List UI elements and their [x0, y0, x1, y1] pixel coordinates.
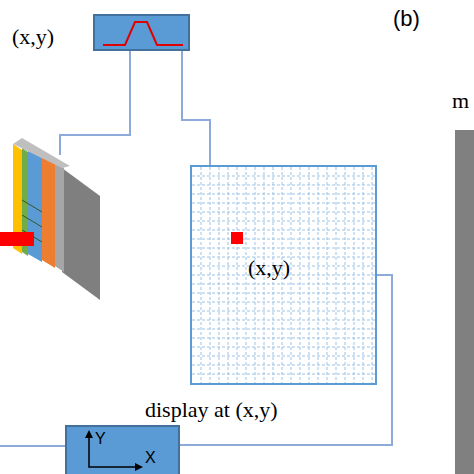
laser-beam — [0, 232, 34, 246]
node-text: display at (x,y) — [145, 397, 278, 423]
panel-label: m — [452, 88, 469, 114]
node-text: (x,y) — [248, 255, 290, 281]
display-grid: (x,y)display at (x,y) — [190, 165, 377, 385]
panel-label: (b) — [393, 6, 420, 32]
node-text: X — [145, 449, 156, 467]
xy-stage-box: YX — [65, 425, 180, 474]
heading-text: (x,y) — [12, 24, 54, 50]
signal-wire — [0, 445, 65, 447]
pulse-box: (x,y) — [93, 14, 190, 51]
axes-symbol — [67, 427, 178, 474]
device-stack — [13, 138, 100, 300]
connector — [182, 51, 210, 165]
side-panel — [455, 130, 474, 474]
pulse-symbol — [95, 16, 188, 49]
signal-wire — [60, 51, 130, 155]
node-text: Y — [95, 430, 106, 448]
